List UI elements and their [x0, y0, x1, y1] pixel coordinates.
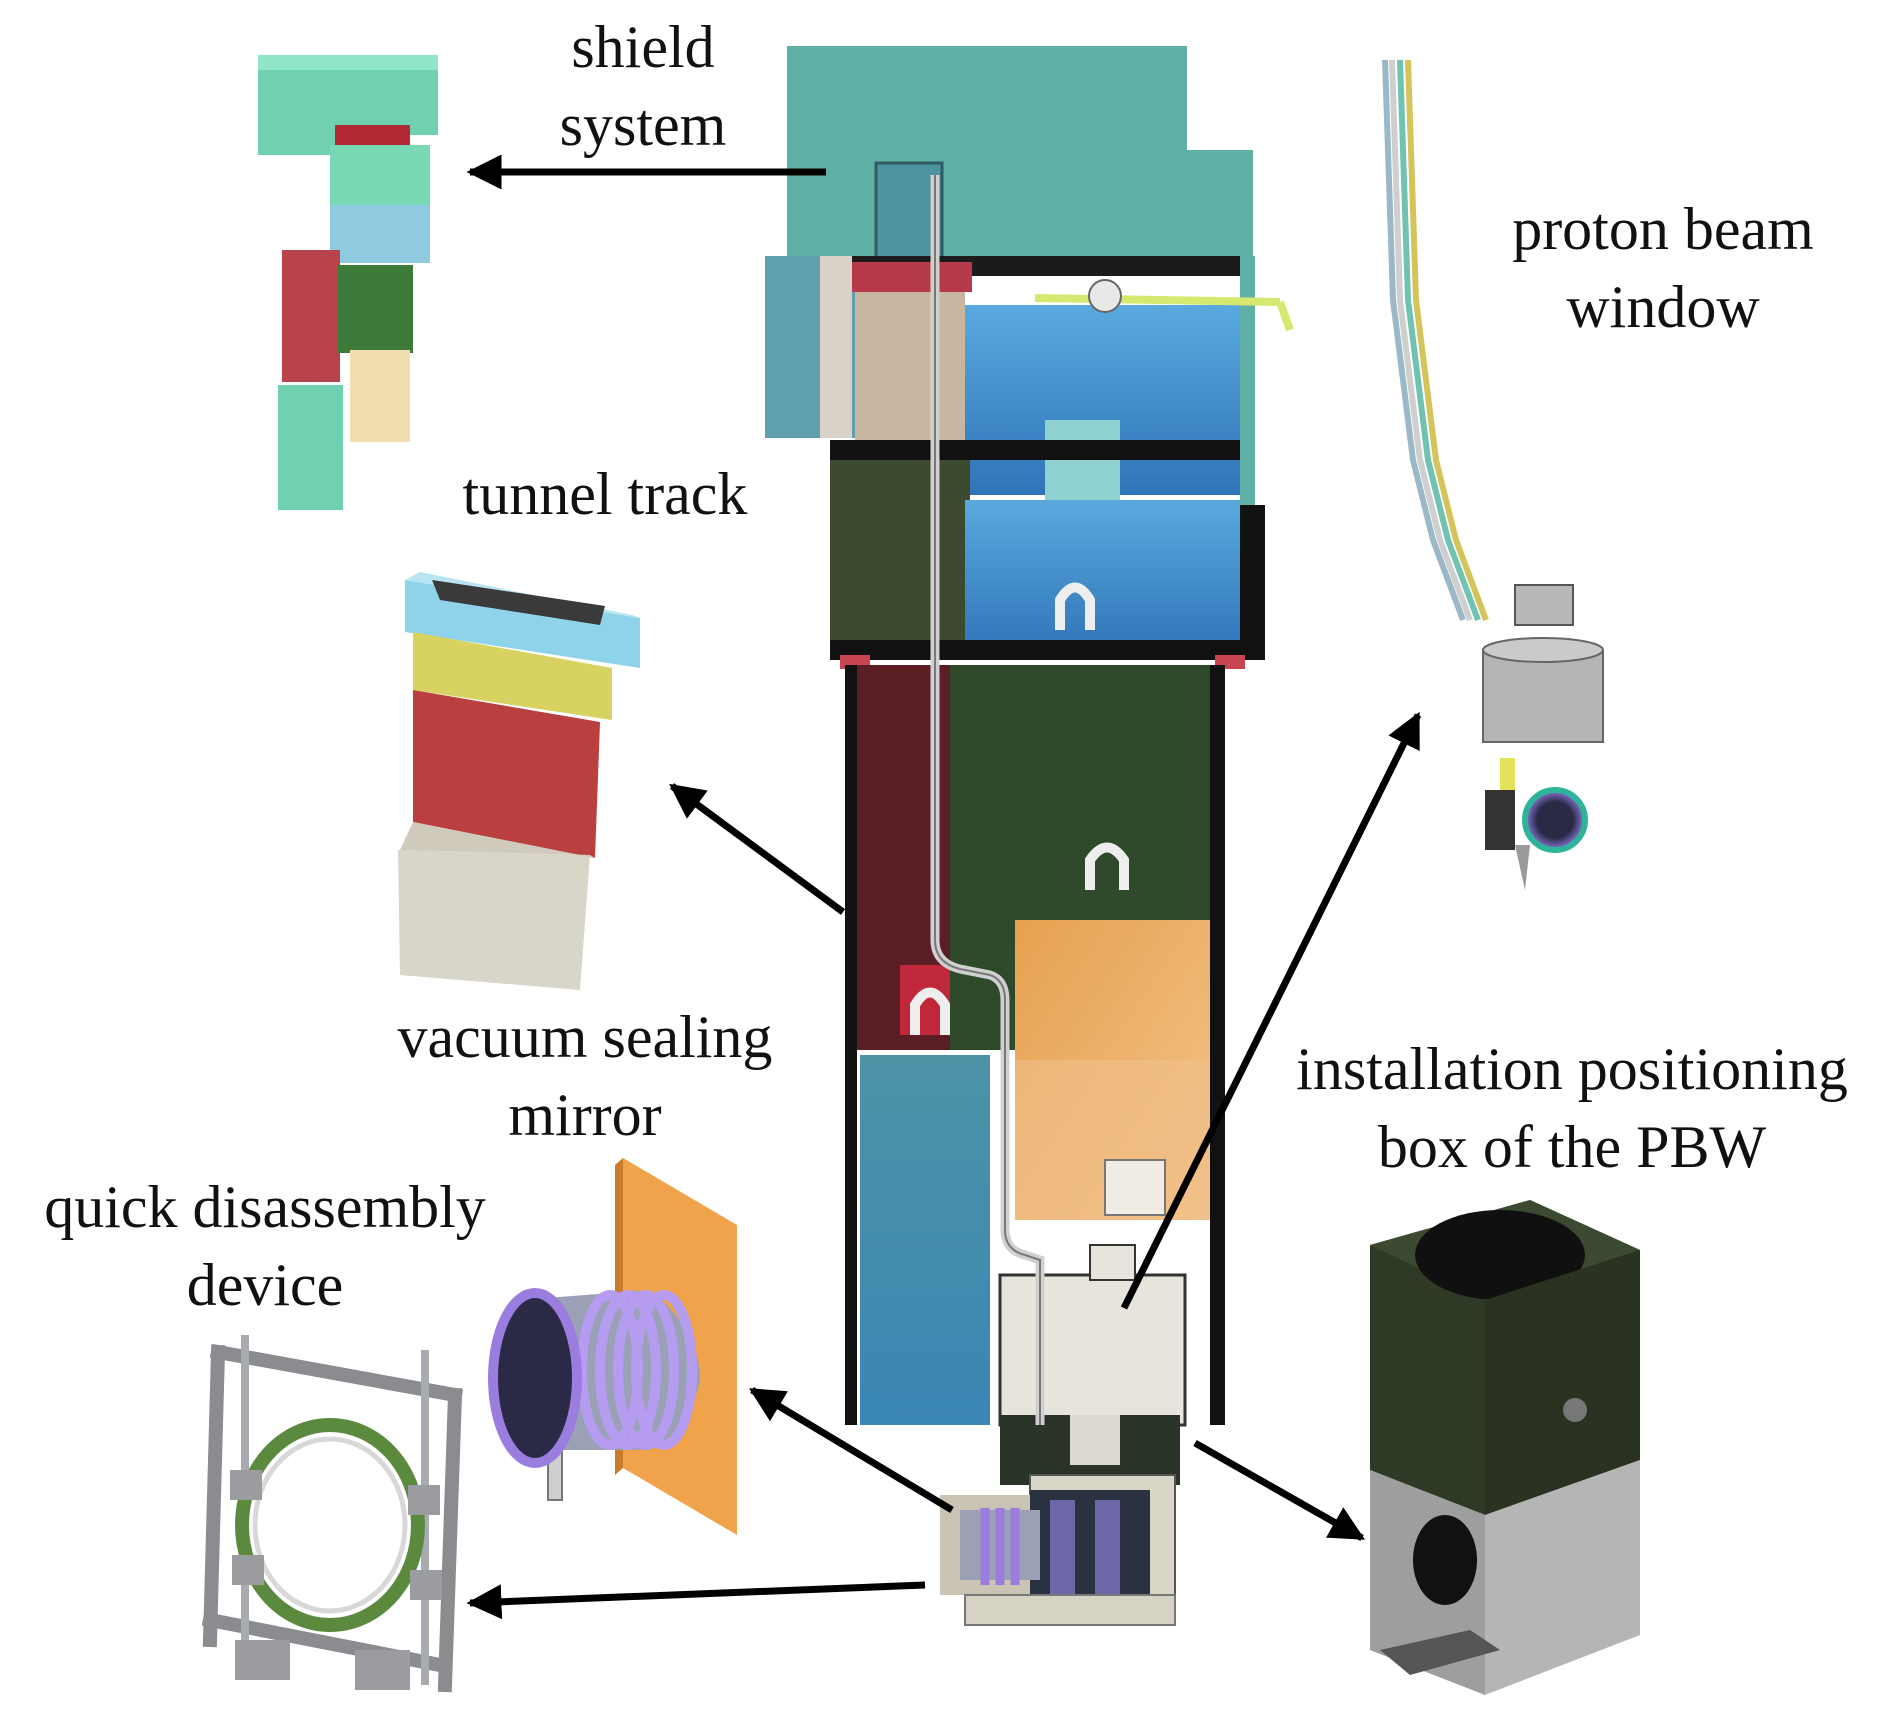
label-quick-disassembly-device: quick disassembly device	[44, 1174, 486, 1318]
cross-section-assembly-icon	[765, 46, 1294, 1626]
arrow-to-positioning-box	[1193, 1439, 1366, 1542]
arrow-to-vacuum-sealing-mirror	[748, 1386, 954, 1514]
label-installation-positioning-box: installation positioning box of the PBW	[1296, 1036, 1848, 1180]
label-tunnel-track: tunnel track	[462, 461, 748, 527]
label-proton-beam-window: proton beam window	[1512, 196, 1814, 340]
tunnel-track-module-icon	[398, 572, 640, 990]
arrow-to-proton-beam-window	[1120, 711, 1422, 1310]
label-shield-system: shield system	[559, 14, 727, 158]
proton-beam-window-icon	[1382, 59, 1604, 890]
label-vacuum-sealing-mirror: vacuum sealing mirror	[397, 1004, 773, 1148]
quick-disassembly-frame-icon	[201, 1335, 464, 1693]
stacked-shield-blocks-icon	[258, 55, 438, 510]
arrow-to-quick-disassembly-device	[466, 1581, 926, 1620]
positioning-box-icon	[1370, 1200, 1640, 1695]
arrow-to-tunnel-track	[669, 783, 846, 915]
vacuum-sealing-mirror-icon	[488, 1158, 737, 1535]
